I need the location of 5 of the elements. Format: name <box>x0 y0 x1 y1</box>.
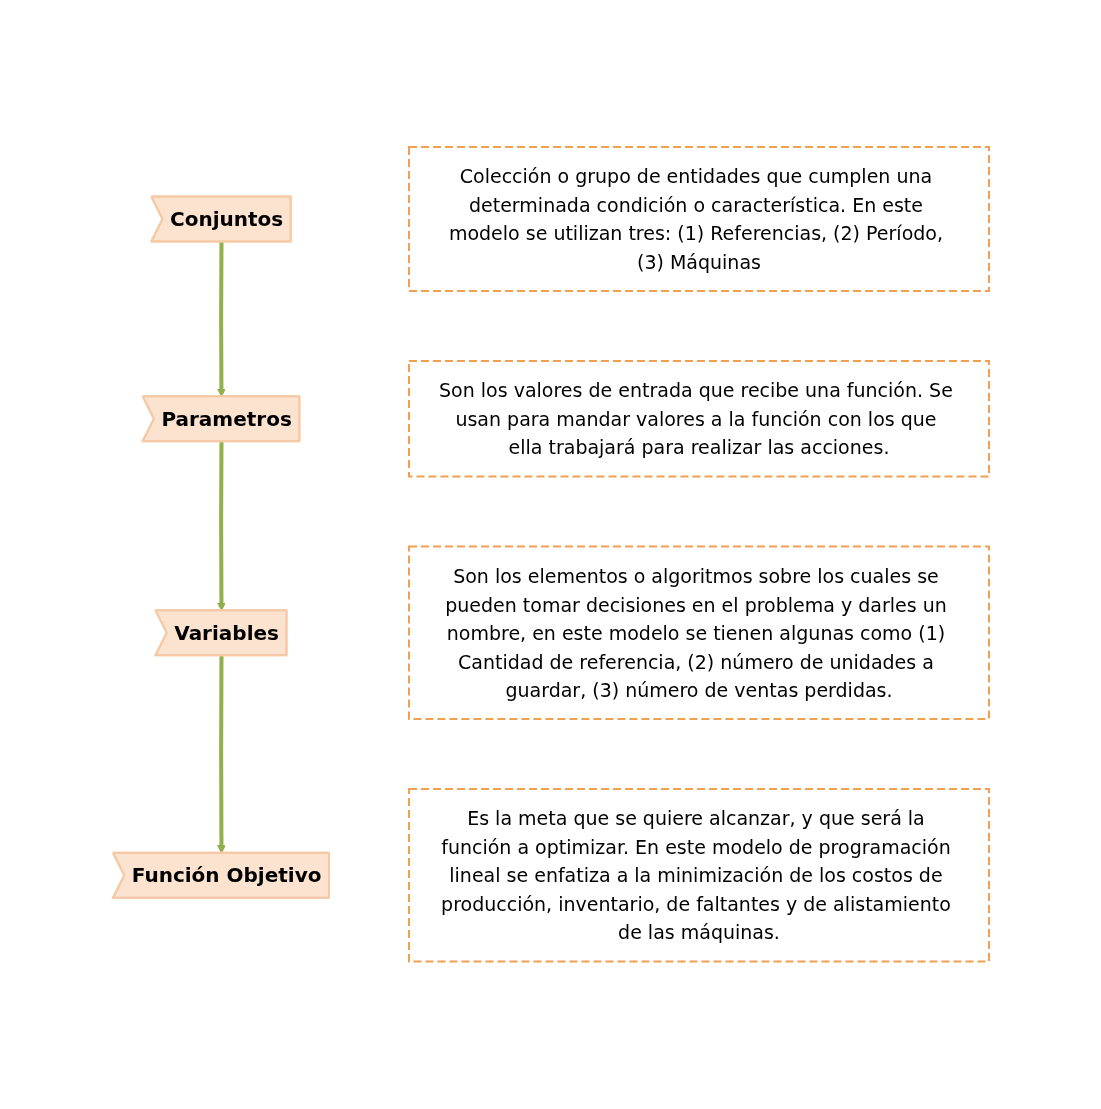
arrow <box>216 656 226 854</box>
node-box: Son los valores de entrada que recibe una función. Se usan para mandar valores a la función con los que ella trabajará para realizar las acciones. <box>407 360 990 478</box>
node-box: Es la meta que se quiere alcanzar, y que será la función a optimizar. En este modelo de programación lineal se enfatiza a la minimización de los costos de producción, inventario, de faltantes y de alistamiento de las máquinas. <box>407 788 990 963</box>
node-box: Son los elementos o algoritmos sobre los cuales se pueden tomar decisiones en el problema y darles un nombre, en este modelo se tienen algunas como (1) Cantidad de referencia, (2) número de unidades a guardar, (3) número de ventas perdidas. <box>407 545 990 721</box>
node-box: Colección o grupo de entidades que cumplen una determinada condición o característica. En este modelo se utilizan tres: (1) Referencias, (2) Período, (3) Máquinas <box>407 146 990 293</box>
